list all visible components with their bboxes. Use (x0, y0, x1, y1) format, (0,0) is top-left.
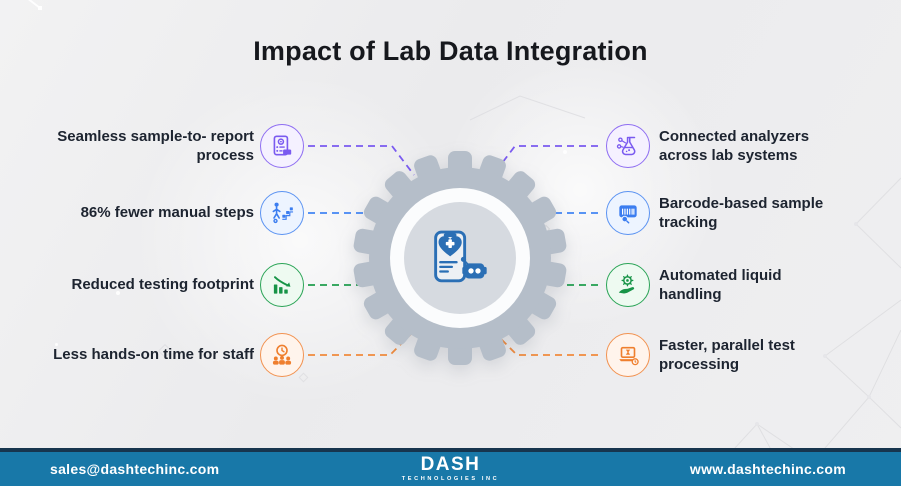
benefit-label: Seamless sample-to- report process (57, 127, 254, 164)
benefit-item-testing-footprint: Reduced testing footprint (22, 263, 304, 307)
benefit-label: Reduced testing footprint (71, 276, 255, 294)
dot-decoration (55, 343, 58, 346)
benefit-label: Connected analyzers across lab systems (659, 127, 810, 164)
central-gear (352, 150, 568, 366)
benefit-label: Automated liquid handling (659, 266, 782, 303)
benefit-item-barcode-tracking: Barcode-based sample tracking (606, 191, 878, 235)
health-app-robot-icon (434, 230, 487, 283)
connected-flask-icon (606, 124, 650, 168)
dash-logo: DASH TECHNOLOGIES INC (402, 455, 500, 482)
benefit-item-liquid-handling: Automated liquid handling (606, 263, 878, 307)
barcode-tracking-icon (606, 191, 650, 235)
sample-report-icon (260, 124, 304, 168)
footer-website-link[interactable]: www.dashtechinc.com (689, 461, 846, 477)
benefit-item-sample-report: Seamless sample-to- report process (22, 124, 304, 168)
dash-logo-text: DASH (420, 454, 481, 475)
dot-decoration (116, 291, 120, 295)
manual-steps-icon (260, 191, 304, 235)
dash-logo-subtext: TECHNOLOGIES INC (401, 475, 500, 482)
liquid-handling-icon (606, 263, 650, 307)
benefit-item-parallel-processing: Faster, parallel test processing (606, 333, 878, 377)
benefit-item-fewer-steps: 86% fewer manual steps (22, 191, 304, 235)
declining-chart-icon (260, 263, 304, 307)
footer-accent-strip (0, 448, 901, 452)
benefit-label: Faster, parallel test processing (659, 336, 795, 373)
benefit-item-connected-analyzers: Connected analyzers across lab systems (606, 124, 878, 168)
staff-clock-icon (260, 333, 304, 377)
benefit-item-hands-on-time: Less hands-on time for staff (22, 333, 304, 377)
benefit-label: Less hands-on time for staff (53, 346, 254, 364)
benefit-label: Barcode-based sample tracking (659, 194, 824, 231)
page-title: Impact of Lab Data Integration (253, 36, 648, 66)
benefit-label: 86% fewer manual steps (80, 204, 254, 222)
parallel-test-icon (606, 333, 650, 377)
footer-email-link[interactable]: sales@dashtechinc.com (50, 461, 220, 477)
footer-bar: sales@dashtechinc.com DASH TECHNOLOGIES … (0, 452, 901, 486)
